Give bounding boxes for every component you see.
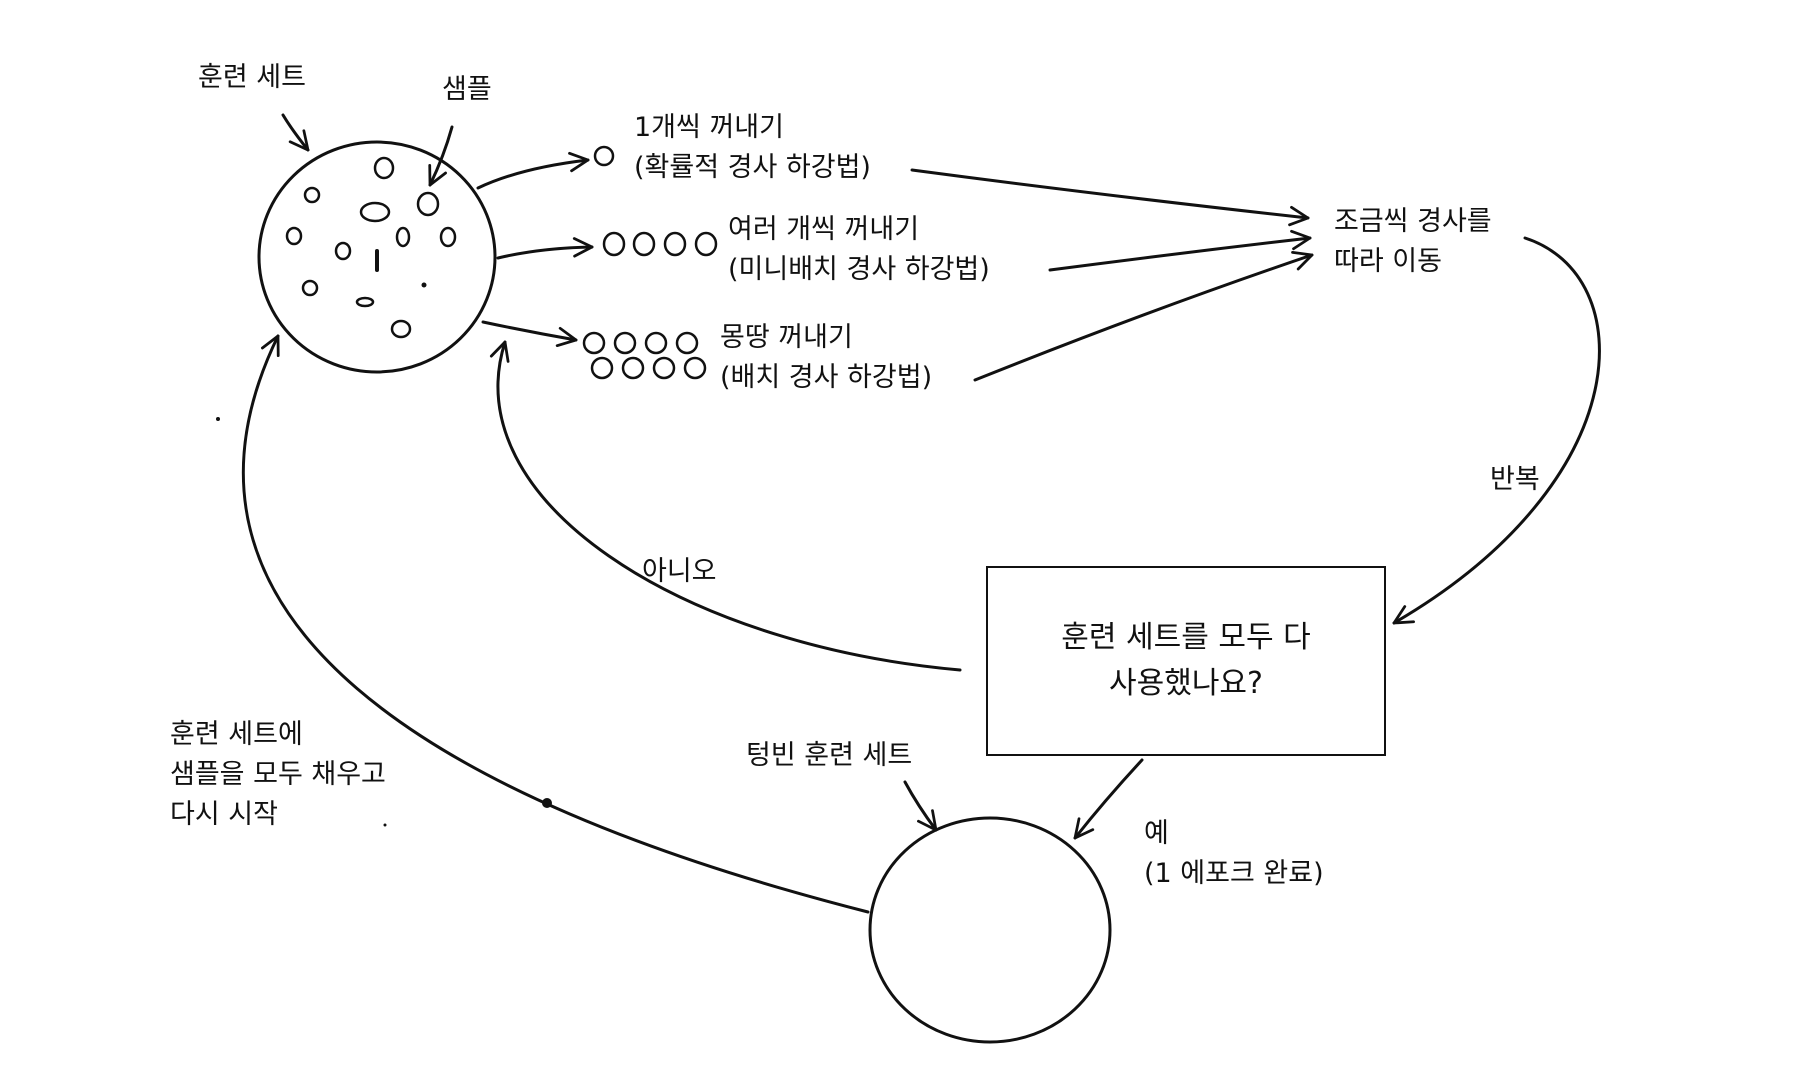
minibatch-circle [663,231,687,257]
sample-point [421,282,427,288]
yes-label: 예 (1 에포크 완료) [1144,814,1324,894]
batch-circles [582,331,707,380]
sample-pointer-arrow [428,125,454,187]
training-set-pointer-arrow [281,113,310,152]
refill-label: 훈련 세트에 샘플을 모두 채우고 다시 시작 [170,715,386,835]
paper-specks [216,417,552,827]
question-line2: 사용했나요? [1109,666,1263,701]
minibatch-circle [694,231,718,257]
speck [216,417,220,421]
move-along-slope-line2: 따라 이동 [1334,246,1442,277]
batch-circle [652,356,676,380]
minibatch-circle [632,231,656,257]
yes-line1: 예 [1144,818,1169,849]
repeat-arrow [1392,236,1601,625]
yes-arrow [1073,758,1144,840]
several-at-a-time-line2: (미니배치 경사 하강법) [728,254,990,285]
minibatch-circles [602,231,718,257]
all-used-decision-box: 훈련 세트를 모두 다 사용했나요? [986,566,1386,756]
sample-dot [390,319,412,339]
one-at-a-time-line1: 1개씩 꺼내기 [634,112,784,143]
sample-dot [303,186,321,204]
refill-line1: 훈련 세트에 [170,719,303,750]
batch-circle [621,356,645,380]
batch-circle [582,331,606,355]
sample-dot [334,241,352,261]
sample-dot [395,226,411,248]
training-set-circle [257,140,497,374]
one-at-a-time-line2: (확률적 경사 하강법) [634,152,871,183]
repeat-label: 반복 [1490,464,1540,495]
arrow-batch-to-move [973,250,1314,382]
batch-circle [675,331,699,355]
refill-line2: 샘플을 모두 채우고 [170,759,386,790]
several-at-a-time-line1: 여러 개씩 꺼내기 [728,214,920,245]
restart-arrow [241,334,870,914]
arrow-to-one-sample [476,151,590,190]
empty-training-set-circle [868,816,1112,1044]
speck [383,823,387,827]
yes-line2: (1 에포크 완료) [1144,858,1324,889]
several-at-a-time-label: 여러 개씩 꺼내기 (미니배치 경사 하강법) [728,210,990,290]
refill-line3: 다시 시작 [170,799,278,830]
batch-circle [644,331,668,355]
sample-dot [439,226,457,248]
move-along-slope-line1: 조금씩 경사를 [1334,206,1492,237]
speck [542,798,552,808]
sample-label: 샘플 [442,74,492,105]
batch-circle [590,356,614,380]
all-at-once-label: 몽땅 꺼내기 (배치 경사 하강법) [720,318,932,398]
minibatch-circle [602,231,626,257]
training-set-label: 훈련 세트 [198,62,306,93]
one-sample-circle [593,145,615,167]
all-at-once-line2: (배치 경사 하강법) [720,362,933,393]
all-at-once-line1: 몽땅 꺼내기 [720,322,853,353]
sample-dot [359,201,391,223]
no-arrow [489,340,962,672]
arrow-to-batch [481,320,578,348]
sample-dots [285,156,457,339]
question-line1: 훈련 세트를 모두 다 [1061,620,1311,655]
empty-training-set-label: 텅빈 훈련 세트 [746,740,913,771]
sample-dot [416,191,440,217]
sample-dot [301,279,319,297]
one-at-a-time-label: 1개씩 꺼내기 (확률적 경사 하강법) [634,108,871,188]
arrow-minibatch-to-move [1048,229,1312,272]
batch-circle [613,331,637,355]
empty-set-pointer-arrow [903,780,938,832]
sample-dot [355,296,375,308]
sample-dot [285,226,303,246]
no-label: 아니오 [642,556,717,587]
arrow-to-minibatch [496,237,594,260]
batch-circle [683,356,707,380]
sample-dot [373,156,395,180]
move-along-slope-label: 조금씩 경사를 따라 이동 [1334,202,1492,282]
arrow-sgd-to-move [910,168,1310,227]
